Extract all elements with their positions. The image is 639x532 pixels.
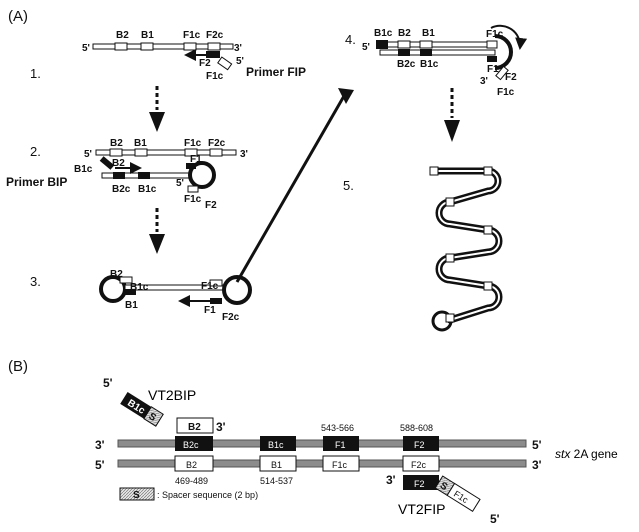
svg-text:F2: F2: [414, 479, 425, 489]
region-f2c-label: F2c: [206, 30, 224, 41]
svg-text:B1c: B1c: [130, 282, 149, 293]
step-3-number: 3.: [30, 274, 41, 289]
vt2bip-primer: 5' VT2BIP B1c S B2 3': [103, 376, 226, 434]
panel-label-a: (A): [8, 8, 28, 25]
panel-label-b: (B): [8, 358, 28, 375]
step-5: 5.: [343, 166, 503, 332]
svg-text:F1c: F1c: [184, 194, 202, 205]
step-1: 1. 5' B2 B1 F1c F2c 3' F2 5' F1c Primer …: [30, 30, 306, 82]
svg-text:B1: B1: [125, 300, 138, 311]
svg-text:B1c: B1c: [374, 28, 393, 39]
step-2-number: 2.: [30, 144, 41, 159]
svg-text:F2c: F2c: [411, 460, 427, 470]
svg-text:5': 5': [532, 438, 542, 452]
svg-text:F2: F2: [414, 440, 425, 450]
svg-text:5': 5': [176, 178, 184, 189]
svg-text:B1c: B1c: [74, 164, 93, 175]
primer-fip-f1c: [217, 56, 233, 71]
region-f1c-label: F1c: [183, 30, 201, 41]
svg-text:B1c: B1c: [138, 184, 157, 195]
svg-text:3': 3': [532, 458, 542, 472]
svg-text:B1c: B1c: [268, 440, 284, 450]
svg-text:B2: B2: [112, 158, 125, 169]
svg-text:B1: B1: [134, 138, 147, 149]
step-3: 3. B2 B1c B1 F1c F1 F2c: [30, 269, 252, 323]
svg-text:5': 5': [95, 458, 105, 472]
svg-text:F2c: F2c: [222, 312, 240, 323]
vt2fip-label: VT2FIP: [398, 501, 445, 517]
svg-text:5': 5': [362, 42, 370, 53]
svg-text:B1: B1: [422, 28, 435, 39]
svg-text:F1c: F1c: [332, 460, 348, 470]
region-b1-box: [140, 42, 154, 51]
svg-text:F1c: F1c: [486, 29, 504, 40]
step-5-number: 5.: [343, 178, 354, 193]
svg-text:5': 5': [103, 376, 113, 390]
position-b1: 514-537: [260, 476, 293, 486]
svg-text:B2: B2: [398, 28, 411, 39]
svg-text:B2c: B2c: [112, 184, 131, 195]
svg-text:F2c: F2c: [208, 138, 226, 149]
region-b2-box: [114, 42, 128, 51]
primer-fip-label: Primer FIP: [246, 65, 306, 79]
svg-text:3': 3': [95, 438, 105, 452]
step-4: 4. 5' B1c B2 B1 B2c B1c F1c F1 3' F2 F1c: [345, 24, 528, 98]
gene-label: stx 2A gene: [555, 447, 618, 461]
vt2fip-primer: 3' F2 S F1c VT2FIP 5': [386, 473, 500, 526]
svg-text:F1: F1: [335, 440, 346, 450]
region-b2-label: B2: [116, 30, 129, 41]
region-f2c-box: [207, 42, 221, 51]
strand-3-end: 3': [234, 43, 242, 54]
position-f2: 588-608: [400, 423, 433, 433]
svg-text:B1c: B1c: [420, 59, 439, 70]
svg-text:F2: F2: [505, 72, 517, 83]
svg-text:B2: B2: [110, 269, 123, 280]
svg-text:F1c: F1c: [497, 87, 515, 98]
position-b2: 469-489: [175, 476, 208, 486]
spacer-legend: S : Spacer sequence (2 bp): [119, 487, 258, 501]
svg-text:3': 3': [240, 149, 248, 160]
svg-text:F2: F2: [205, 200, 217, 211]
region-b1-label: B1: [141, 30, 154, 41]
svg-text:S: S: [146, 411, 158, 424]
svg-text:3': 3': [480, 76, 488, 87]
vt2bip-label: VT2BIP: [148, 387, 196, 403]
position-f1: 543-566: [321, 423, 354, 433]
strand-5-end: 5': [82, 43, 90, 54]
svg-text:B2c: B2c: [183, 440, 199, 450]
step-1-number: 1.: [30, 66, 41, 81]
svg-text:B2: B2: [186, 460, 197, 470]
svg-text:B2: B2: [188, 422, 201, 433]
step-4-number: 4.: [345, 32, 356, 47]
svg-text:3': 3': [386, 473, 396, 487]
svg-text:B2: B2: [110, 138, 123, 149]
spacer-legend-box: [119, 487, 155, 501]
fip-f2-label: F2: [199, 58, 211, 69]
svg-text:5': 5': [490, 512, 500, 526]
fip-f1c-label: F1c: [206, 71, 224, 82]
svg-text:F1: F1: [190, 154, 202, 165]
svg-text:F1c: F1c: [201, 281, 219, 292]
svg-text:3': 3': [216, 420, 226, 434]
lower-strand-bar: [117, 459, 527, 468]
step-2: 2. 5' B2 B1 F1c F2c 3' B1c B2 B2c B1c 5'…: [6, 138, 248, 211]
primer-bip-label: Primer BIP: [6, 175, 67, 189]
svg-text:S: S: [438, 480, 450, 493]
fip-5-end: 5': [236, 56, 244, 67]
gene-strands: 3' 5' 5' 3' B2c B1c F1 F2 B2 B1 F1c F2c …: [95, 423, 618, 486]
svg-text:5': 5': [84, 149, 92, 160]
svg-text:S: S: [133, 490, 140, 501]
spacer-legend-text: : Spacer sequence (2 bp): [157, 490, 258, 500]
svg-text:F1: F1: [204, 305, 216, 316]
svg-text:F1c: F1c: [184, 138, 202, 149]
svg-text:F1: F1: [487, 64, 499, 75]
svg-text:B1: B1: [271, 460, 282, 470]
primer-fip-f2: [206, 51, 220, 58]
svg-text:B2c: B2c: [397, 59, 416, 70]
upper-strand-bar: [117, 439, 527, 448]
region-f1c-box: [183, 42, 197, 51]
